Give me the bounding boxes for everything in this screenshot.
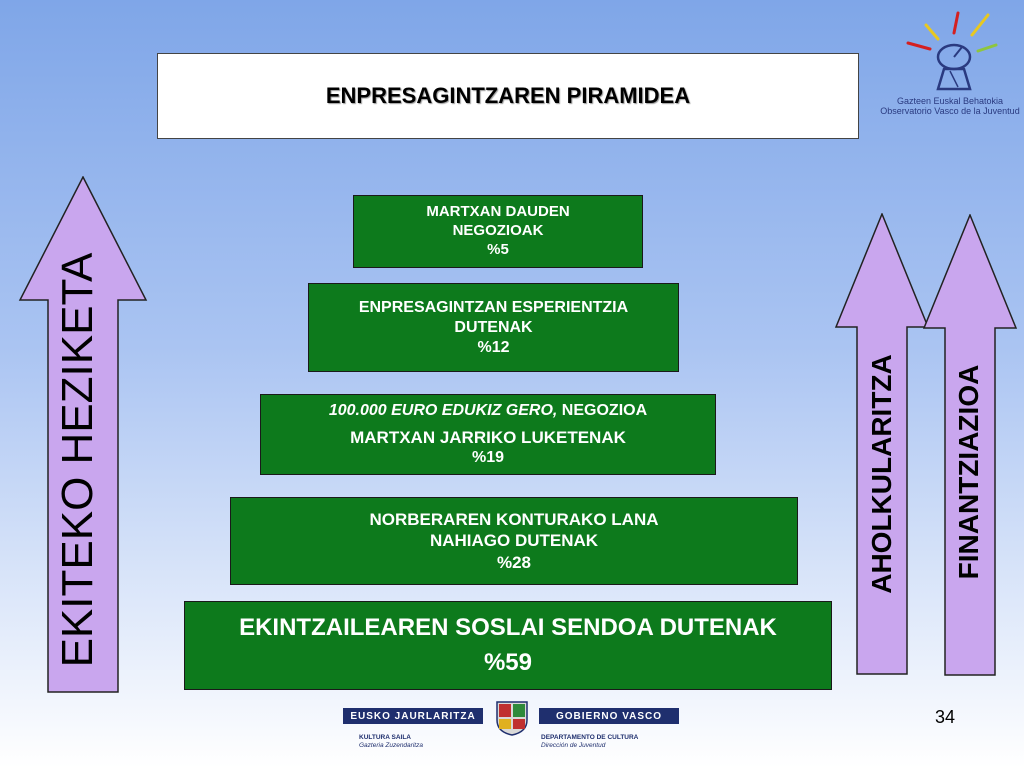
pyramid-tier-5: EKINTZAILEAREN SOSLAI SENDOA DUTENAK %59 [184, 601, 832, 690]
pyramid-tier-2: ENPRESAGINTZAN ESPERIENTZIA DUTENAK %12 [308, 283, 679, 372]
dept-basque-sub: Gazteria Zuzendaritza [359, 742, 423, 750]
left-arrow-label: EKITEKO HEZIKETA [53, 252, 102, 668]
tier-4-line1: NORBERAREN KONTURAKO LANA [369, 510, 659, 530]
gobierno-vasco-label: GOBIERNO VASCO [539, 708, 679, 724]
middle-arrow-label: AHOLKULARITZA [866, 354, 897, 594]
dept-basque-name: KULTURA SAILA [359, 734, 411, 741]
tier-3-line2: MARTXAN JARRIKO LUKETENAK [350, 427, 626, 447]
right-arrow-label: FINANTZIAZIOA [953, 364, 984, 580]
dept-spanish-sub: Dirección de Juventud [541, 742, 606, 750]
pyramid-tier-3: 100.000 EURO EDUKIZ GERO, NEGOZIOA MARTX… [260, 394, 716, 475]
slide-title: ENPRESAGINTZAREN PIRAMIDEA [325, 83, 691, 108]
observatory-logo-icon [906, 11, 998, 91]
tier-3-line1-rest: NEGOZIOA [557, 401, 648, 419]
dept-spanish: DEPARTAMENTO DE CULTURA Dirección de Juv… [541, 734, 638, 751]
page-number: 34 [935, 707, 956, 727]
left-arrow [18, 176, 148, 693]
tier-3-line1: 100.000 EURO EDUKIZ GERO, NEGOZIOA [329, 401, 647, 421]
dept-basque: KULTURA SAILA Gazteria Zuzendaritza [359, 734, 423, 751]
tier-3-line1-italic: 100.000 EURO EDUKIZ GERO, [328, 401, 558, 419]
observatory-name: Gazteen Euskal Behatokia Observatorio Va… [880, 96, 1020, 117]
right-arrow [922, 214, 1018, 676]
dept-spanish-name: DEPARTAMENTO DE CULTURA [541, 734, 639, 741]
eusko-jaurlaritza-label: EUSKO JAURLARITZA [343, 708, 483, 724]
slide-title-box: ENPRESAGINTZAREN PIRAMIDEA [157, 53, 859, 139]
tier-5-percent: %59 [483, 648, 533, 676]
observatory-name-line1: Gazteen Euskal Behatokia [896, 96, 1004, 106]
tier-1-line1: MARTXAN DAUDEN [426, 203, 570, 221]
pyramid-tier-4: NORBERAREN KONTURAKO LANA NAHIAGO DUTENA… [230, 497, 798, 585]
tier-4-percent: %28 [496, 552, 532, 572]
tier-2-percent: %12 [477, 338, 510, 356]
tier-2-line2: DUTENAK [454, 318, 533, 336]
pyramid-tier-1: MARTXAN DAUDEN NEGOZIOAK %5 [353, 195, 643, 268]
coat-of-arms-icon [496, 701, 528, 736]
government-logo: EUSKO JAURLARITZA GOBIERNO VASCO KULTURA… [343, 700, 683, 760]
tier-3-percent: %19 [471, 449, 505, 467]
tier-5-line1: EKINTZAILEAREN SOSLAI SENDOA DUTENAK [239, 613, 777, 641]
tier-2-line1: ENPRESAGINTZAN ESPERIENTZIA [358, 298, 629, 316]
tier-1-line2: NEGOZIOAK [452, 222, 544, 240]
tier-4-line2: NAHIAGO DUTENAK [429, 531, 599, 551]
tier-1-percent: %5 [487, 240, 509, 258]
observatory-name-line2: Observatorio Vasco de la Juventud [880, 106, 1020, 117]
